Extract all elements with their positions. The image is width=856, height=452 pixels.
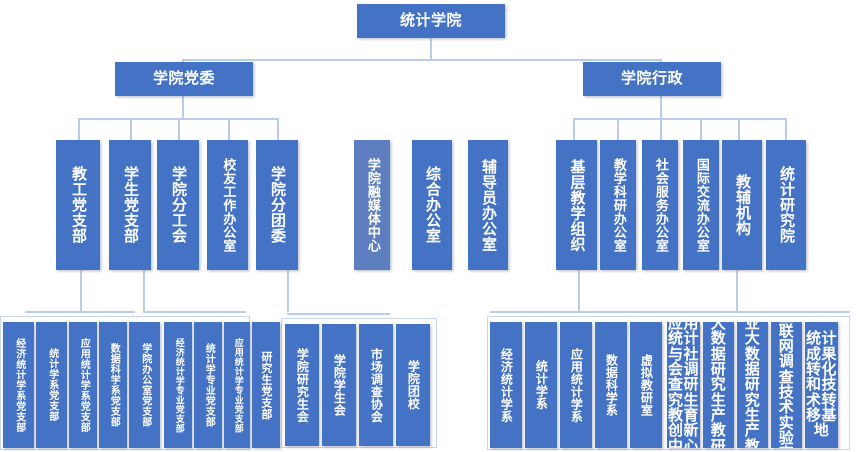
node-graduate-party-branch[interactable]: 研究生党支部 bbox=[252, 322, 280, 448]
node-graduate-student-union[interactable]: 学院研究生会 bbox=[285, 324, 319, 446]
node-applied-stat-social-survey-center[interactable]: 应用统计与社会调查研究生教育创新中心 bbox=[667, 322, 700, 448]
connector-admin-bus bbox=[573, 118, 785, 120]
connector-student-party-down bbox=[143, 270, 145, 312]
node-administration[interactable]: 学院行政 bbox=[583, 62, 721, 96]
connector-admin-child-3 bbox=[660, 118, 662, 140]
node-data-science-department[interactable]: 数据科学系 bbox=[595, 322, 627, 448]
connector-party-child-3 bbox=[178, 118, 180, 140]
connector-root-down bbox=[430, 38, 432, 60]
node-stat-dept-party-branch[interactable]: 统计学系党支部 bbox=[36, 322, 67, 448]
connector-teacher-party-bus bbox=[25, 311, 135, 313]
connector-party-child-5 bbox=[277, 118, 279, 140]
connector-admin-child-5 bbox=[738, 118, 740, 140]
connector-admin-child-1 bbox=[573, 118, 575, 140]
connector-admin-child-4 bbox=[700, 118, 702, 140]
connector-institutes-down bbox=[736, 270, 738, 312]
node-teaching-support-unit[interactable]: 教辅机构 bbox=[722, 140, 762, 270]
node-counselor-office[interactable]: 辅导员办公室 bbox=[468, 140, 508, 270]
node-stat-transfer-base[interactable]: 统计成果转化和技术转移基地 bbox=[805, 322, 838, 448]
node-student-party-branch[interactable]: 学生党支部 bbox=[109, 140, 151, 270]
node-econ-stat-department[interactable]: 经济统计学系 bbox=[490, 322, 522, 448]
node-applied-stat-major-party-branch[interactable]: 应用统计学专业党支部 bbox=[224, 322, 250, 448]
node-applied-stat-department[interactable]: 应用统计学系 bbox=[560, 322, 592, 448]
node-stat-major-party-branch[interactable]: 统计学专业党支部 bbox=[194, 322, 222, 448]
node-media-center[interactable]: 学院融媒体中心 bbox=[354, 140, 390, 270]
node-applied-stat-dept-party-branch[interactable]: 应用统计学系党支部 bbox=[69, 322, 97, 448]
node-virtual-teaching-room[interactable]: 虚拟教研室 bbox=[630, 322, 662, 448]
node-data-science-dept-party-branch[interactable]: 数据科学系党支部 bbox=[99, 322, 127, 448]
connector-institutes-bus bbox=[672, 311, 850, 313]
node-grassroots-teaching-org[interactable]: 基层教学组织 bbox=[556, 140, 597, 270]
node-alumni-office[interactable]: 校友工作办公室 bbox=[207, 140, 248, 270]
connector-party-child-1 bbox=[78, 118, 80, 140]
panel-teaching-research bbox=[487, 316, 850, 450]
node-social-service-office[interactable]: 社会服务办公室 bbox=[642, 140, 678, 270]
connector-admin-down bbox=[660, 96, 662, 119]
node-smart-industry-bigdata-center[interactable]: 智能产业大数据研究生产教研中心 bbox=[737, 322, 768, 448]
connector-party-down bbox=[182, 96, 184, 119]
node-econ-stat-major-party-branch[interactable]: 经济统计学专业党支部 bbox=[164, 322, 192, 448]
node-party-committee[interactable]: 学院党委 bbox=[115, 62, 253, 96]
connector-level2-bus bbox=[182, 59, 661, 61]
node-general-office[interactable]: 综合办公室 bbox=[412, 140, 452, 270]
connector-departments-down bbox=[578, 270, 580, 312]
connector-party-child-2 bbox=[130, 118, 132, 140]
node-youth-league-committee[interactable]: 学院分团委 bbox=[256, 140, 298, 270]
node-market-survey-association[interactable]: 市场调查协会 bbox=[359, 324, 393, 446]
node-medical-bigdata-base[interactable]: 医药大数据研究生产教研基地 bbox=[703, 322, 734, 448]
connector-departments-bus bbox=[490, 311, 672, 313]
node-econ-stat-dept-party-branch[interactable]: 经济统计学系党支部 bbox=[3, 322, 34, 448]
node-academic-research-office[interactable]: 教学科研办公室 bbox=[600, 140, 636, 270]
node-college-union[interactable]: 学院分工会 bbox=[157, 140, 199, 270]
connector-teacher-party-down bbox=[80, 270, 82, 312]
connector-student-party-bus bbox=[143, 311, 246, 313]
node-statistics-institute[interactable]: 统计研究院 bbox=[766, 140, 806, 270]
node-student-union[interactable]: 学院学生会 bbox=[322, 324, 356, 446]
node-stat-department[interactable]: 统计学系 bbox=[525, 322, 557, 448]
connector-admin-child-6 bbox=[785, 118, 787, 140]
node-root[interactable]: 统计学院 bbox=[357, 4, 505, 38]
connector-admin-child-2 bbox=[617, 118, 619, 140]
panel-student-orgs bbox=[281, 318, 437, 448]
node-league-school[interactable]: 学院团校 bbox=[396, 324, 430, 446]
connector-party-child-4 bbox=[228, 118, 230, 140]
node-college-office-party-branch[interactable]: 学院办公室党支部 bbox=[129, 322, 160, 448]
connector-student-orgs-down bbox=[287, 270, 289, 312]
node-teacher-party-branch[interactable]: 教工党支部 bbox=[56, 140, 100, 270]
node-internet-survey-lab[interactable]: 互联网调查技术实验室 bbox=[771, 322, 802, 448]
node-international-exchange-office[interactable]: 国际交流办公室 bbox=[683, 140, 719, 270]
connector-student-orgs-bus bbox=[287, 313, 390, 315]
